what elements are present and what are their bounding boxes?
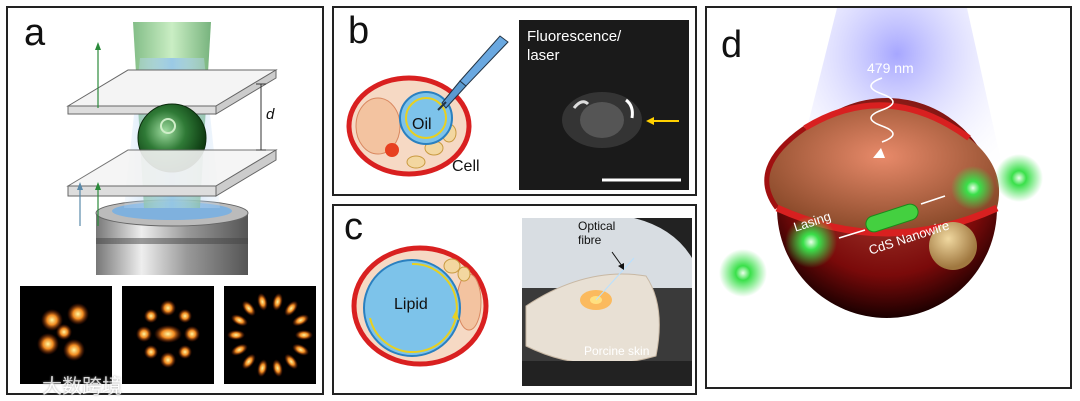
lipid-label: Lipid (394, 296, 428, 313)
porcine-skin-label: Porcine skin (584, 344, 650, 358)
panel-a-label: a (24, 12, 46, 54)
micrograph-title: Fluorescence/ laser (527, 28, 622, 64)
nanowire-cell-schematic (719, 8, 1043, 318)
panel-c-label: c (344, 206, 363, 248)
optical-fibre-label: Optical fibre (578, 219, 616, 247)
panel-d: d (705, 6, 1072, 389)
oil-label: Oil (412, 116, 432, 133)
cell-label-b: Cell (452, 158, 480, 175)
panel-b-label: b (348, 10, 370, 52)
cell-label-d: Cell (961, 290, 986, 306)
panel-c: c Lipid Optical fibre Porcine skin (332, 204, 697, 395)
microscope-schematic (20, 22, 316, 384)
mode-image-2 (136, 300, 200, 368)
distance-label: d (266, 106, 275, 123)
mode-image-3 (227, 293, 313, 377)
panel-d-label: d (721, 24, 743, 66)
panel-a: a (6, 6, 324, 395)
cell-oil-schematic (346, 20, 689, 190)
mode-image-1 (37, 303, 89, 361)
panel-b: b Oil Cell Fluorescence/ laser (332, 6, 697, 196)
wavelength-label: 479 nm (867, 60, 914, 76)
lipid-cell-schematic (351, 218, 692, 386)
watermark: 大数跨境 (42, 376, 122, 398)
